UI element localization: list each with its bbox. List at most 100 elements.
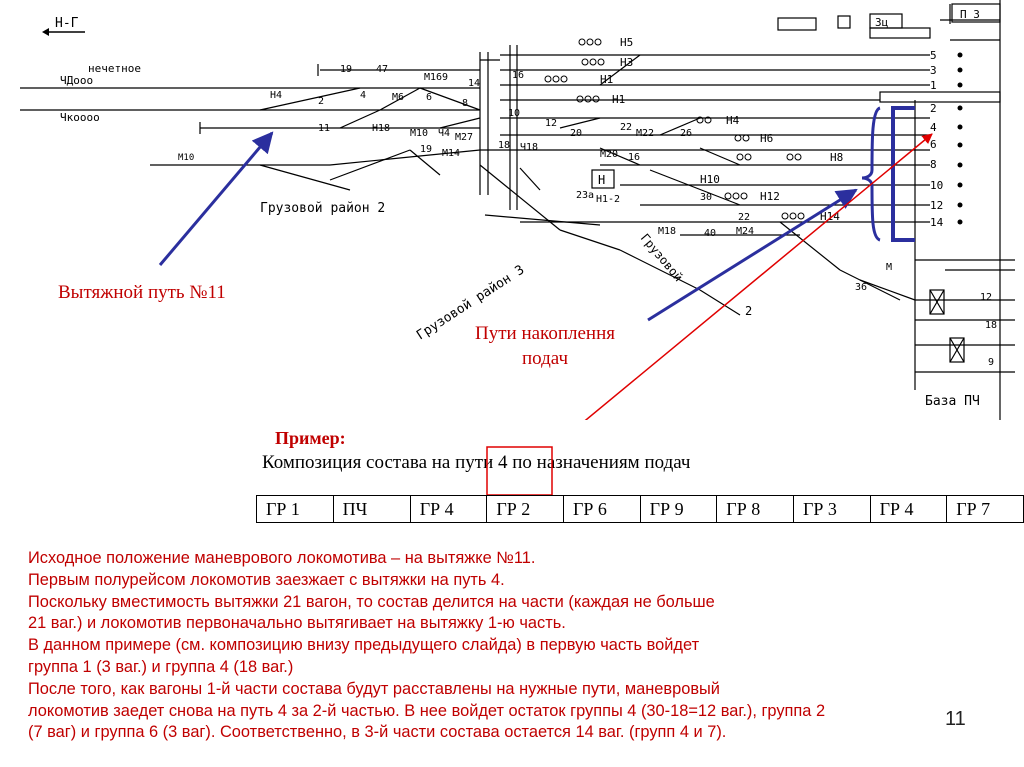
direction-label: Н-Г [55, 16, 79, 31]
station-left-label-1: ЧДооо [60, 74, 93, 87]
group-cell: ГР 8 [716, 495, 794, 523]
accum-tracks-line-2: подач [521, 348, 568, 369]
station-track-scheme: Н-Г [20, 0, 1015, 420]
description-line: локомотив заедет снова на путь 4 за 2-й … [28, 701, 826, 720]
main-tracks [20, 0, 1015, 420]
switch-label: М14 [442, 148, 460, 159]
switch-label: 19 [340, 64, 352, 75]
switch-label: 18 [498, 140, 510, 151]
page-number: 11 [945, 708, 966, 730]
node-label: Н [598, 173, 605, 187]
switch-label: Н4 [270, 90, 282, 101]
signal-label: Н6 [760, 132, 773, 145]
odd-direction-label: нечетное [88, 62, 141, 75]
track-num-3: 3 [930, 64, 937, 77]
description-line: Исходное положение маневрового локомотив… [28, 549, 536, 567]
signals: Н5 Н3 Н1 Н1 Н4 Н6 Н8 Н10 Н12 Н14 [544, 36, 843, 223]
switch-label: М169 [424, 72, 448, 83]
switch-label: 36 [855, 282, 867, 293]
switch-label: 47 [376, 64, 388, 75]
track-num-14: 14 [930, 216, 944, 229]
track-num-12: 12 [930, 199, 943, 212]
switch-label: М18 [658, 226, 676, 237]
track-num-8: 8 [930, 158, 937, 171]
pull-track-text: Вытяжной путь №11 [58, 282, 226, 303]
switch-label: 11 [318, 123, 330, 134]
group-cell: ГР 4 [869, 495, 948, 523]
description-line: (7 ваг) и группа 6 (3 ваг). Соответствен… [28, 723, 727, 742]
track-num-1: 1 [930, 79, 937, 92]
switch-label: 6 [426, 92, 432, 103]
switch-label: Ч18 [520, 142, 538, 153]
track-num-6: 6 [930, 138, 937, 151]
description-line: Поскольку вместимость вытяжки 21 вагон, … [28, 592, 715, 611]
group-cell: ГР 7 [946, 495, 1024, 523]
description-line: После того, как вагоны 1-й части состава… [28, 679, 720, 698]
small-label: 23а [576, 190, 594, 201]
switch-label: 22 [620, 122, 632, 133]
description-text: Исходное положение маневрового локомотив… [28, 548, 1013, 744]
signal-label: Н1 [612, 93, 625, 106]
accumulation-tracks-bracket [891, 106, 915, 242]
signal-label: Н10 [700, 173, 720, 186]
signal-label: Н3 [620, 56, 633, 69]
small-label: Н1-2 [596, 194, 620, 205]
switch-label: 26 [680, 128, 692, 139]
description-line: 21 ваг.) и локомотив первоначально вытяг… [28, 614, 566, 633]
signal-label: Н8 [830, 151, 843, 164]
track-num-5: 5 [930, 49, 937, 62]
switch-label: 22 [738, 212, 750, 223]
group-cell: ГР 4 [409, 495, 488, 523]
description-line: группа 1 (3 ваг.) и группа 4 (18 ваг.) [28, 657, 294, 676]
switch-label: М10 [410, 128, 428, 139]
switch-label: 40 [704, 228, 716, 239]
switch-label: 14 [468, 78, 480, 89]
example-label: Пример: [275, 428, 346, 448]
small-label: М10 [178, 153, 194, 163]
switch-numbers: 19 47 М169 14 16 Н4 2 4 М6 6 8 10 11 Н18… [270, 64, 997, 368]
composition-row: ГР 1 ПЧ ГР 4 ГР 2 ГР 6 ГР 9 ГР 8 ГР 3 ГР… [256, 495, 1024, 523]
switch-label: 2 [318, 96, 324, 107]
description-line: В данном примере (см. композицию внизу п… [28, 636, 700, 655]
top-right-box-label: П З [960, 8, 980, 21]
small-label: 30 [700, 192, 712, 203]
accum-tracks-arrow [647, 188, 858, 322]
top-right-symbols [777, 3, 1001, 39]
switch-label: 16 [628, 152, 640, 163]
box-3c-label: Зц [875, 16, 888, 29]
switch-label: М24 [736, 226, 754, 237]
track-end-markers [957, 52, 963, 225]
switch-label: 20 [570, 128, 582, 139]
signal-label: Н4 [726, 114, 740, 127]
group-cell: ГР 1 [256, 495, 334, 523]
node-box: Н [591, 169, 615, 189]
freight-area-2-label: Грузовой район 2 [260, 201, 385, 216]
track-4-pointer-arrow [584, 133, 933, 420]
accum-tracks-line-1: Пути накоплення [475, 323, 615, 344]
switch-label: М6 [392, 92, 404, 103]
switch-label: 18 [985, 320, 997, 331]
freight-area-tilted-label: Грузовой [638, 231, 686, 284]
switch-label: 12 [545, 118, 557, 129]
switch-label: М27 [455, 132, 473, 143]
composition-table: ГР 1 ПЧ ГР 4 ГР 2 ГР 6 ГР 9 ГР 8 ГР 3 ГР… [256, 495, 1024, 523]
composition-title: Композиция состава на пути 4 по назначен… [262, 452, 691, 473]
switch-label: 8 [462, 98, 468, 109]
pull-track-arrow [158, 131, 274, 266]
signal-label: Н1 [600, 73, 613, 86]
group-cell: ГР 9 [639, 495, 718, 523]
group-cell: ГР 6 [563, 495, 641, 523]
group-cell: ПЧ [332, 495, 411, 523]
switch-label: 16 [512, 70, 524, 81]
signal-label: Н12 [760, 190, 780, 203]
pull-track-annotation: Вытяжной путь №11 [58, 280, 226, 305]
switch-label: 9 [988, 357, 994, 368]
yard-boxes [879, 91, 1001, 363]
switch-label: М20 [600, 149, 618, 160]
switch-label: 12 [980, 292, 992, 303]
switch-label: 10 [508, 108, 520, 119]
station-left-label-2: Чкоооо [60, 111, 100, 124]
switch-label: М22 [636, 128, 654, 139]
freight-area-2-bottom: 2 [745, 304, 752, 318]
description-line: Первым полурейсом локомотив заезжает с в… [28, 570, 505, 589]
